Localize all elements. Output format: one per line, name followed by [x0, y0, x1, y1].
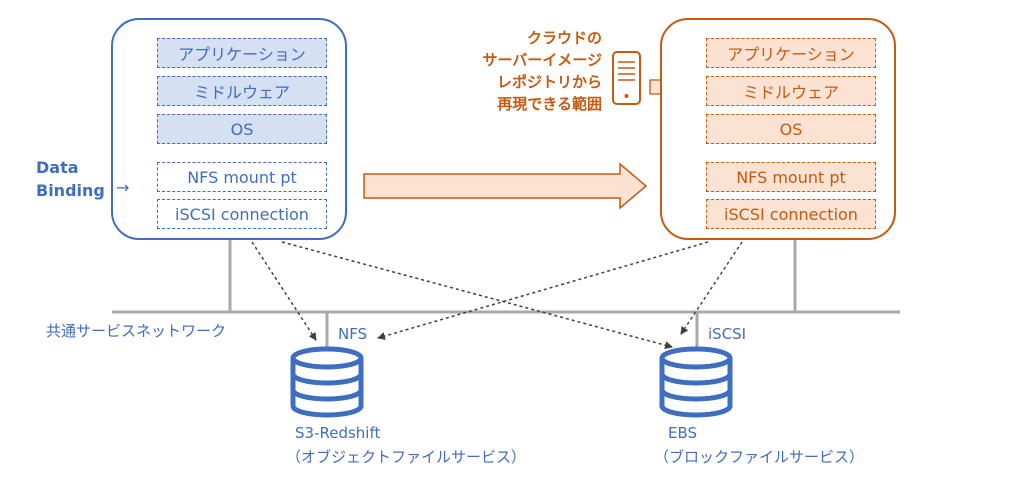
nfs-database-icon: [290, 346, 364, 418]
cloud-note-line2: サーバーイメージ: [482, 51, 602, 69]
target-layer-middleware: ミドルウェア: [706, 76, 876, 106]
iscsi-database-icon: [659, 346, 733, 418]
cloud-note-line3: レポジトリから: [496, 73, 602, 91]
data-binding-label-line2: Binding: [36, 181, 105, 200]
nfs-storage-desc: （オブジェクトファイルサービス）: [286, 448, 527, 466]
target-to-nfs-arrow: [377, 241, 709, 340]
target-layer-os: OS: [706, 114, 876, 144]
target-to-iscsi-arrow: [680, 241, 743, 335]
cloud-note-line1: クラウドの: [526, 29, 602, 47]
target-layer-application: アプリケーション: [706, 38, 876, 68]
target-layer-iscsi-connection: iSCSI connection: [706, 199, 876, 229]
network-label: 共通サービスネットワーク: [46, 322, 227, 340]
source-layer-os: OS: [157, 114, 327, 144]
server-repository-icon: [612, 51, 641, 105]
source-layer-middleware: ミドルウェア: [157, 76, 327, 106]
iscsi-storage-desc: （ブロックファイルサービス）: [654, 448, 865, 466]
data-binding-label-line1: Data: [36, 158, 79, 177]
cloud-note-line4: 再現できる範囲: [497, 95, 602, 113]
nfs-storage-name: S3-Redshift: [295, 424, 381, 442]
source-to-iscsi-arrow: [281, 241, 673, 350]
nfs-protocol-label: NFS: [338, 325, 368, 343]
data-binding-arrow: →: [116, 178, 130, 197]
iscsi-protocol-label: iSCSI: [708, 325, 747, 343]
source-layer-application: アプリケーション: [157, 38, 327, 68]
source-layer-nfs-mount: NFS mount pt: [157, 162, 327, 192]
target-layer-nfs-mount: NFS mount pt: [706, 162, 876, 192]
iscsi-storage-name: EBS: [668, 424, 698, 442]
source-to-nfs-arrow: [251, 241, 317, 341]
migration-arrow: [363, 162, 648, 210]
source-layer-iscsi-connection: iSCSI connection: [157, 199, 327, 229]
